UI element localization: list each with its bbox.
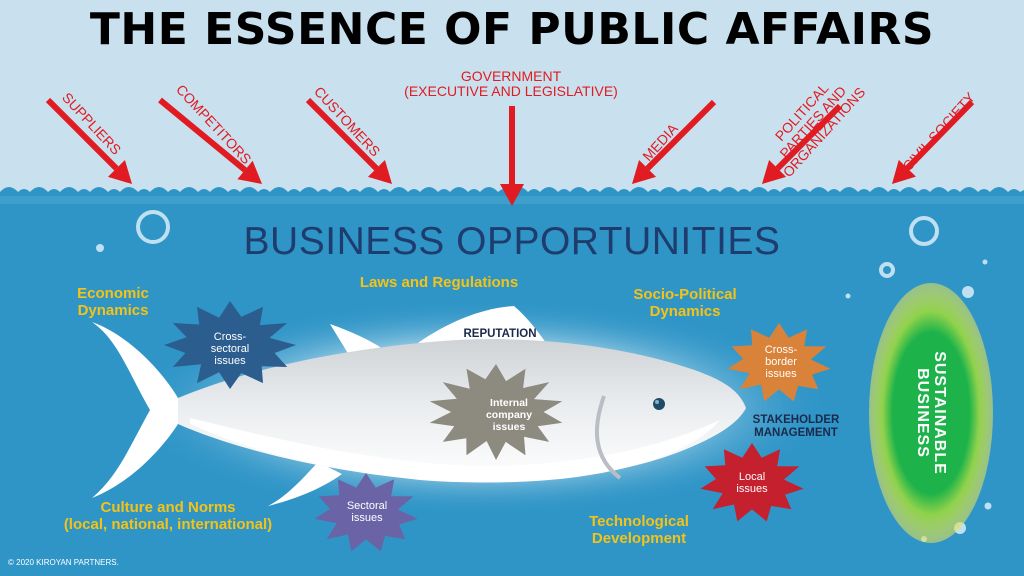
stakeholder-management-line-1: STAKEHOLDER xyxy=(752,414,840,426)
factor-laws-regulations: Laws and Regulations xyxy=(359,274,519,291)
stakeholder-arrows xyxy=(45,97,975,206)
issue-cross-border-line-2: border xyxy=(765,356,797,368)
factor-economic-dynamics: Economic Dynamics xyxy=(60,285,166,319)
sustainable-business-ellipse xyxy=(869,283,993,543)
issue-cross-border-line-3: issues xyxy=(765,368,797,380)
arrow-shaft-suppliers xyxy=(45,97,119,171)
issue-local-line-2: issues xyxy=(736,483,768,495)
sustainable-line-1: SUSTAINABLE xyxy=(931,351,948,475)
stakeholder-arrow-icon xyxy=(367,159,392,184)
issue-sectoral-line-2: issues xyxy=(351,512,383,524)
issue-internal-company: Internal company issues xyxy=(476,397,542,433)
factor-culture-line-2: (local, national, international) xyxy=(63,516,273,533)
stakeholder-management-label: STAKEHOLDER MANAGEMENT xyxy=(740,414,852,440)
factor-socio-line-1: Socio-Political xyxy=(633,286,737,303)
sustainable-line-2: BUSINESS xyxy=(914,368,931,458)
factor-tech-line-1: Technological xyxy=(589,513,689,530)
factor-economic-line-2: Dynamics xyxy=(77,302,149,319)
government-sub-label: (EXECUTIVE AND LEGISLATIVE) xyxy=(404,83,618,99)
factor-socio-line-2: Dynamics xyxy=(649,303,721,320)
issue-cross-border-line-1: Cross- xyxy=(764,344,798,356)
factor-culture-line-1: Culture and Norms xyxy=(100,499,236,516)
stakeholder-arrow-icon xyxy=(107,159,132,184)
stakeholder-arrow-icon xyxy=(500,184,524,206)
issue-local-line-1: Local xyxy=(738,471,766,483)
stakeholder-government: GOVERNMENT (EXECUTIVE AND LEGISLATIVE) xyxy=(380,69,642,99)
issue-sectoral: Sectoral issues xyxy=(335,500,399,524)
issue-internal-line-2: company xyxy=(485,409,533,421)
copyright-notice: © 2020 KIROYAN PARTNERS. xyxy=(8,558,119,567)
reputation-label: REPUTATION xyxy=(463,328,537,340)
issue-cross-sectoral: Cross- sectoral issues xyxy=(198,331,262,367)
page-title: THE ESSENCE OF PUBLIC AFFAIRS xyxy=(89,4,935,55)
issue-starbursts xyxy=(164,301,831,552)
arrow-shaft-customers xyxy=(305,97,379,171)
issue-local: Local issues xyxy=(720,471,784,495)
starburst-cross-border xyxy=(727,323,831,402)
factor-economic-line-1: Economic xyxy=(77,285,149,302)
stakeholder-arrow-icon xyxy=(237,160,262,184)
arrow-shaft-competitors xyxy=(158,97,247,173)
factor-technological-development: Technological Development xyxy=(566,513,712,547)
issue-sectoral-line-1: Sectoral xyxy=(346,500,388,512)
stakeholder-arrow-icon xyxy=(892,159,916,184)
arrow-shaft-political xyxy=(775,103,843,171)
issue-cross-sectoral-line-3: issues xyxy=(214,355,246,367)
government-label: GOVERNMENT xyxy=(460,68,562,84)
business-opportunities-headline: BUSINESS OPPORTUNITIES xyxy=(243,220,781,263)
stakeholder-management-line-2: MANAGEMENT xyxy=(754,427,838,439)
arrow-shaft-media xyxy=(645,99,717,171)
issue-cross-sectoral-line-2: sectoral xyxy=(210,343,250,355)
starburst-cross-sectoral xyxy=(164,301,296,389)
issue-internal-line-3: issues xyxy=(492,421,526,433)
issue-cross-border: Cross- border issues xyxy=(749,344,813,380)
issue-internal-line-1: Internal xyxy=(490,397,528,409)
arrow-shaft-civil-society xyxy=(905,99,975,171)
starburst-sectoral xyxy=(314,473,418,552)
starburst-local xyxy=(700,443,804,522)
sustainable-business-label: SUSTAINABLE BUSINESS xyxy=(914,333,948,493)
stakeholder-arrow-icon xyxy=(762,159,787,184)
factor-culture-norms: Culture and Norms (local, national, inte… xyxy=(30,499,306,533)
issue-cross-sectoral-line-1: Cross- xyxy=(213,331,247,343)
bubble-icon xyxy=(136,210,939,278)
starburst-internal-company xyxy=(429,364,563,460)
stakeholder-arrow-icon xyxy=(632,159,657,184)
factor-socio-political: Socio-Political Dynamics xyxy=(612,286,758,320)
factor-tech-line-2: Development xyxy=(591,530,687,547)
